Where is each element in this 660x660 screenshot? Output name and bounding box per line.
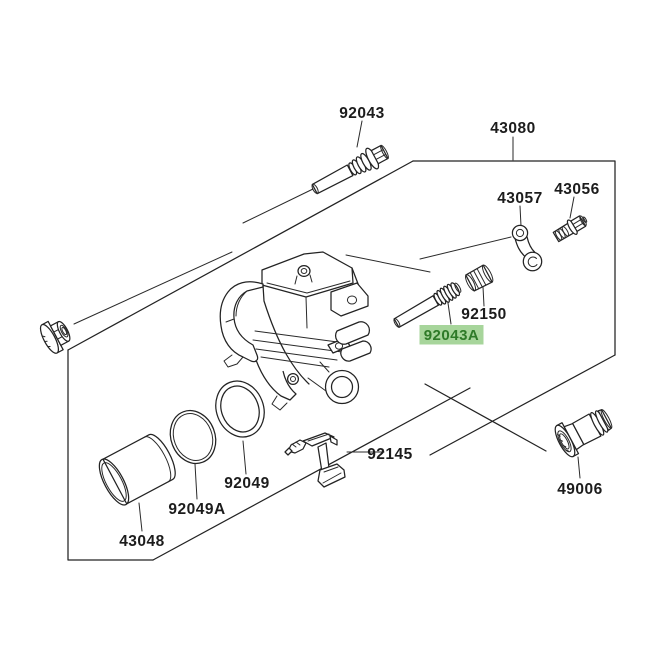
diagram-border — [67, 160, 616, 561]
leader-92049 — [242, 440, 247, 475]
part-label-92043[interactable]: 92043 — [339, 105, 385, 122]
border-right-diagonal — [429, 354, 616, 456]
cap-92150-drawing — [465, 264, 494, 292]
part-label-92150[interactable]: 92150 — [461, 306, 507, 323]
seal-92049A-drawing — [169, 409, 217, 465]
flange-nut-drawing — [39, 320, 71, 354]
part-label-43080[interactable]: 43080 — [490, 120, 536, 137]
border-fold-diagonal — [424, 383, 547, 452]
leader-92043A — [447, 302, 452, 325]
leader-lines — [138, 120, 581, 532]
part-label-92145[interactable]: 92145 — [367, 446, 413, 463]
leader-92150 — [482, 286, 485, 307]
leader-49006 — [577, 456, 581, 479]
part-label-43056[interactable]: 43056 — [554, 181, 600, 198]
border-bottom-diagonal — [152, 387, 471, 561]
border-top-right — [412, 160, 616, 356]
axis-line-to-lever — [419, 236, 512, 260]
lever-link-43057-drawing — [511, 224, 543, 272]
axis-line-nut-to-caliper — [73, 251, 233, 325]
leader-92043 — [356, 120, 363, 148]
part-label-92043A[interactable]: 92043A — [424, 327, 480, 344]
boot-49006-drawing — [554, 409, 613, 458]
assembly-lines — [73, 188, 512, 325]
part-label-43048[interactable]: 43048 — [119, 533, 165, 550]
seal-92049-drawing — [215, 380, 265, 438]
part-labels: 92043 43080 43057 43056 92150 92043A 921… — [119, 105, 603, 550]
slide-pin-92043A-drawing — [393, 282, 462, 328]
caliper-body-drawing — [219, 251, 372, 411]
border-top-left-diagonal — [67, 160, 414, 351]
leader-43057 — [519, 205, 522, 227]
pin-bolt-92043-drawing — [311, 144, 389, 195]
part-label-43057[interactable]: 43057 — [497, 190, 543, 207]
piston-43048-drawing — [98, 433, 176, 506]
part-label-92049A[interactable]: 92049A — [168, 501, 225, 518]
highlight-box — [419, 325, 484, 345]
part-label-49006[interactable]: 49006 — [557, 481, 603, 498]
bolt-43056-drawing — [552, 215, 588, 243]
axis-line-pin-top — [242, 188, 314, 224]
highlighted-part-label-92043A[interactable]: 92043A — [419, 325, 484, 345]
border-left-bottom — [67, 349, 154, 561]
leader-43048 — [138, 502, 143, 532]
part-label-92049[interactable]: 92049 — [224, 475, 270, 492]
axis-line-caliper-to-slide-pin — [345, 254, 431, 273]
pad-spring-92145-drawing — [284, 432, 346, 488]
leader-92049A — [194, 463, 198, 500]
leader-43056 — [569, 196, 575, 219]
